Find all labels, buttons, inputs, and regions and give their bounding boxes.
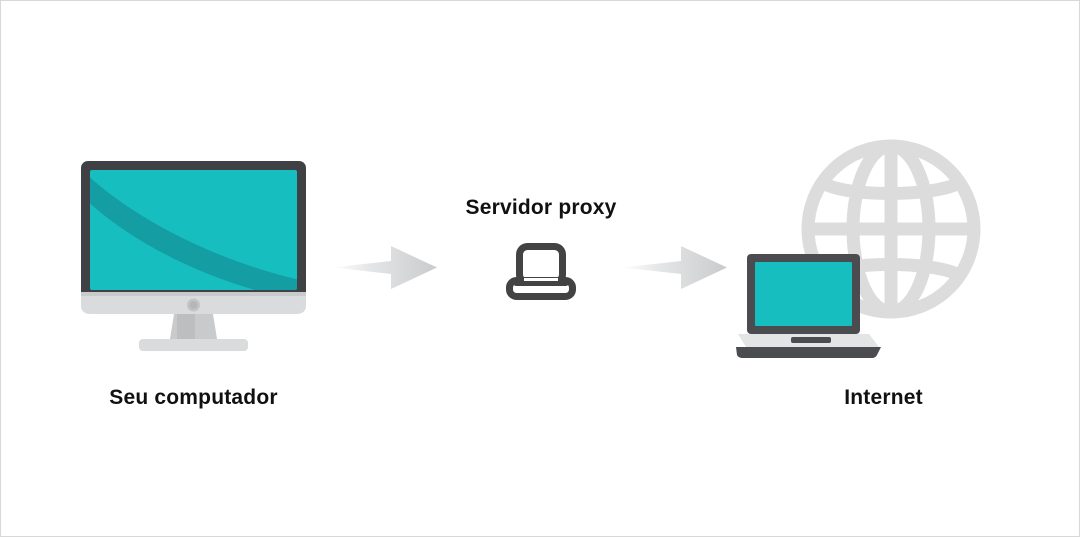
internet-node — [736, 139, 981, 359]
proxy-icon-wrapper — [438, 242, 644, 307]
right-arrow-icon — [623, 244, 727, 291]
laptop-outline-icon — [505, 242, 577, 307]
proxy-label: Servidor proxy — [465, 196, 617, 219]
laptop-icon — [736, 254, 881, 359]
proxy-server-node: Servidor proxy — [438, 197, 644, 305]
desktop-computer-icon — [81, 161, 306, 353]
right-arrow-icon — [333, 244, 437, 291]
client-label: Seu computador — [109, 386, 278, 409]
internet-label: Internet — [844, 386, 923, 409]
